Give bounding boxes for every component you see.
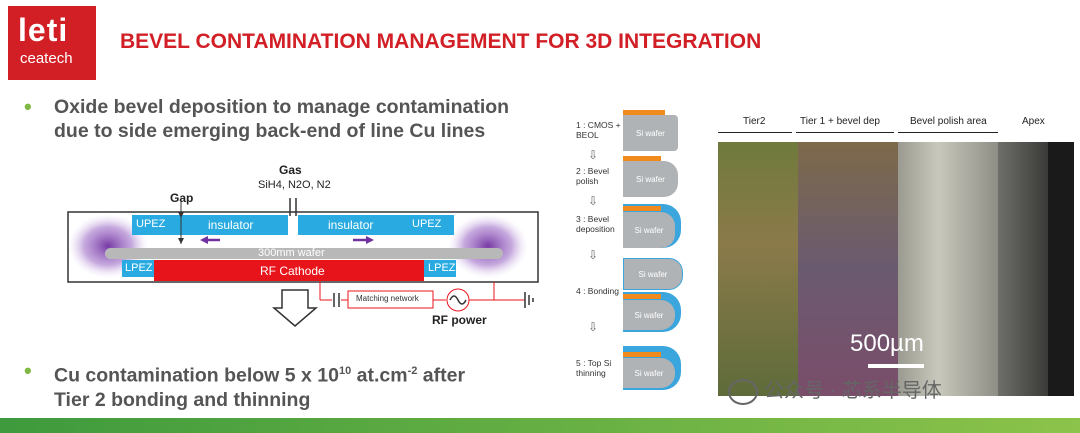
- footer-bar: [0, 418, 1080, 433]
- bullet-2-line-1: Cu contamination below 5 x 1010 at.cm-2 …: [54, 364, 466, 387]
- logo-text: leti: [18, 12, 69, 48]
- step-5-wafer: Si wafer: [623, 346, 681, 390]
- tier2-label: Tier2: [743, 116, 766, 127]
- bullet-2-line-2: Tier 2 bonding and thinning: [54, 388, 311, 411]
- step-5-label: 5 : Top Si thinning: [576, 358, 612, 378]
- wechat-icon: [728, 378, 758, 405]
- bullet-marker: •: [24, 358, 32, 383]
- gas-species: SiH4, N2O, N2: [258, 179, 331, 191]
- plasma-right: [448, 214, 528, 278]
- lpez-left-label: LPEZ: [125, 262, 153, 274]
- pecvd-chamber-diagram: [67, 198, 539, 327]
- step-1-wafer: Si wafer: [623, 110, 678, 151]
- step-2-label: 2 : Bevel polish: [576, 166, 610, 186]
- step-4-label: 4 : Bonding: [576, 286, 620, 296]
- leti-logo: leti ceatech: [8, 6, 96, 80]
- bullet-1-line-1: Oxide bevel deposition to manage contami…: [54, 96, 510, 118]
- tier1-label: Tier 1 + bevel dep: [800, 116, 880, 127]
- logo-subtext: ceatech: [20, 50, 73, 67]
- process-steps: 1 : CMOS + BEOL Si wafer ⇩ 2 : Bevel pol…: [566, 110, 716, 410]
- gas-label: Gas: [279, 163, 302, 177]
- upez-right-label: UPEZ: [412, 218, 442, 230]
- polish-label: Bevel polish area: [910, 116, 987, 127]
- bullet-text-1: Oxide bevel deposition to manage contami…: [54, 95, 509, 143]
- insulator-left-label: insulator: [208, 218, 254, 232]
- scale-bar-label: 500µm: [850, 330, 924, 357]
- step-3-label: 3 : Bevel deposition: [576, 214, 615, 234]
- bevel-micrograph: Tier2 Tier 1 + bevel dep Bevel polish ar…: [718, 108, 1074, 396]
- rf-power-label: RF power: [432, 313, 487, 327]
- cathode-label: RF Cathode: [260, 264, 325, 278]
- gap-label: Gap: [170, 191, 194, 205]
- bullet-1-line-2: due to side emerging back-end of line Cu…: [54, 120, 486, 142]
- watermark: 公众号 · 芯系半导体: [728, 374, 942, 405]
- slide-title: BEVEL CONTAMINATION MANAGEMENT FOR 3D IN…: [120, 30, 762, 53]
- bullet-marker: •: [24, 94, 32, 119]
- step-2-wafer: Si wafer: [623, 156, 678, 197]
- step-1-label: 1 : CMOS + BEOL: [576, 120, 621, 140]
- wafer-label: 300mm wafer: [258, 247, 325, 259]
- lpez-right-label: LPEZ: [428, 262, 456, 274]
- step-4-wafers: Si wafer Si wafer: [623, 258, 683, 332]
- scale-bar: [868, 364, 924, 368]
- upez-left-label: UPEZ: [136, 218, 166, 230]
- step-3-wafer: Si wafer: [623, 204, 681, 248]
- bullet-text-2: Cu contamination below 5 x 1010 at.cm-2 …: [54, 359, 465, 412]
- apex-label: Apex: [1022, 116, 1045, 127]
- insulator-right-label: insulator: [328, 218, 374, 232]
- matching-network-label: Matching network: [356, 294, 419, 303]
